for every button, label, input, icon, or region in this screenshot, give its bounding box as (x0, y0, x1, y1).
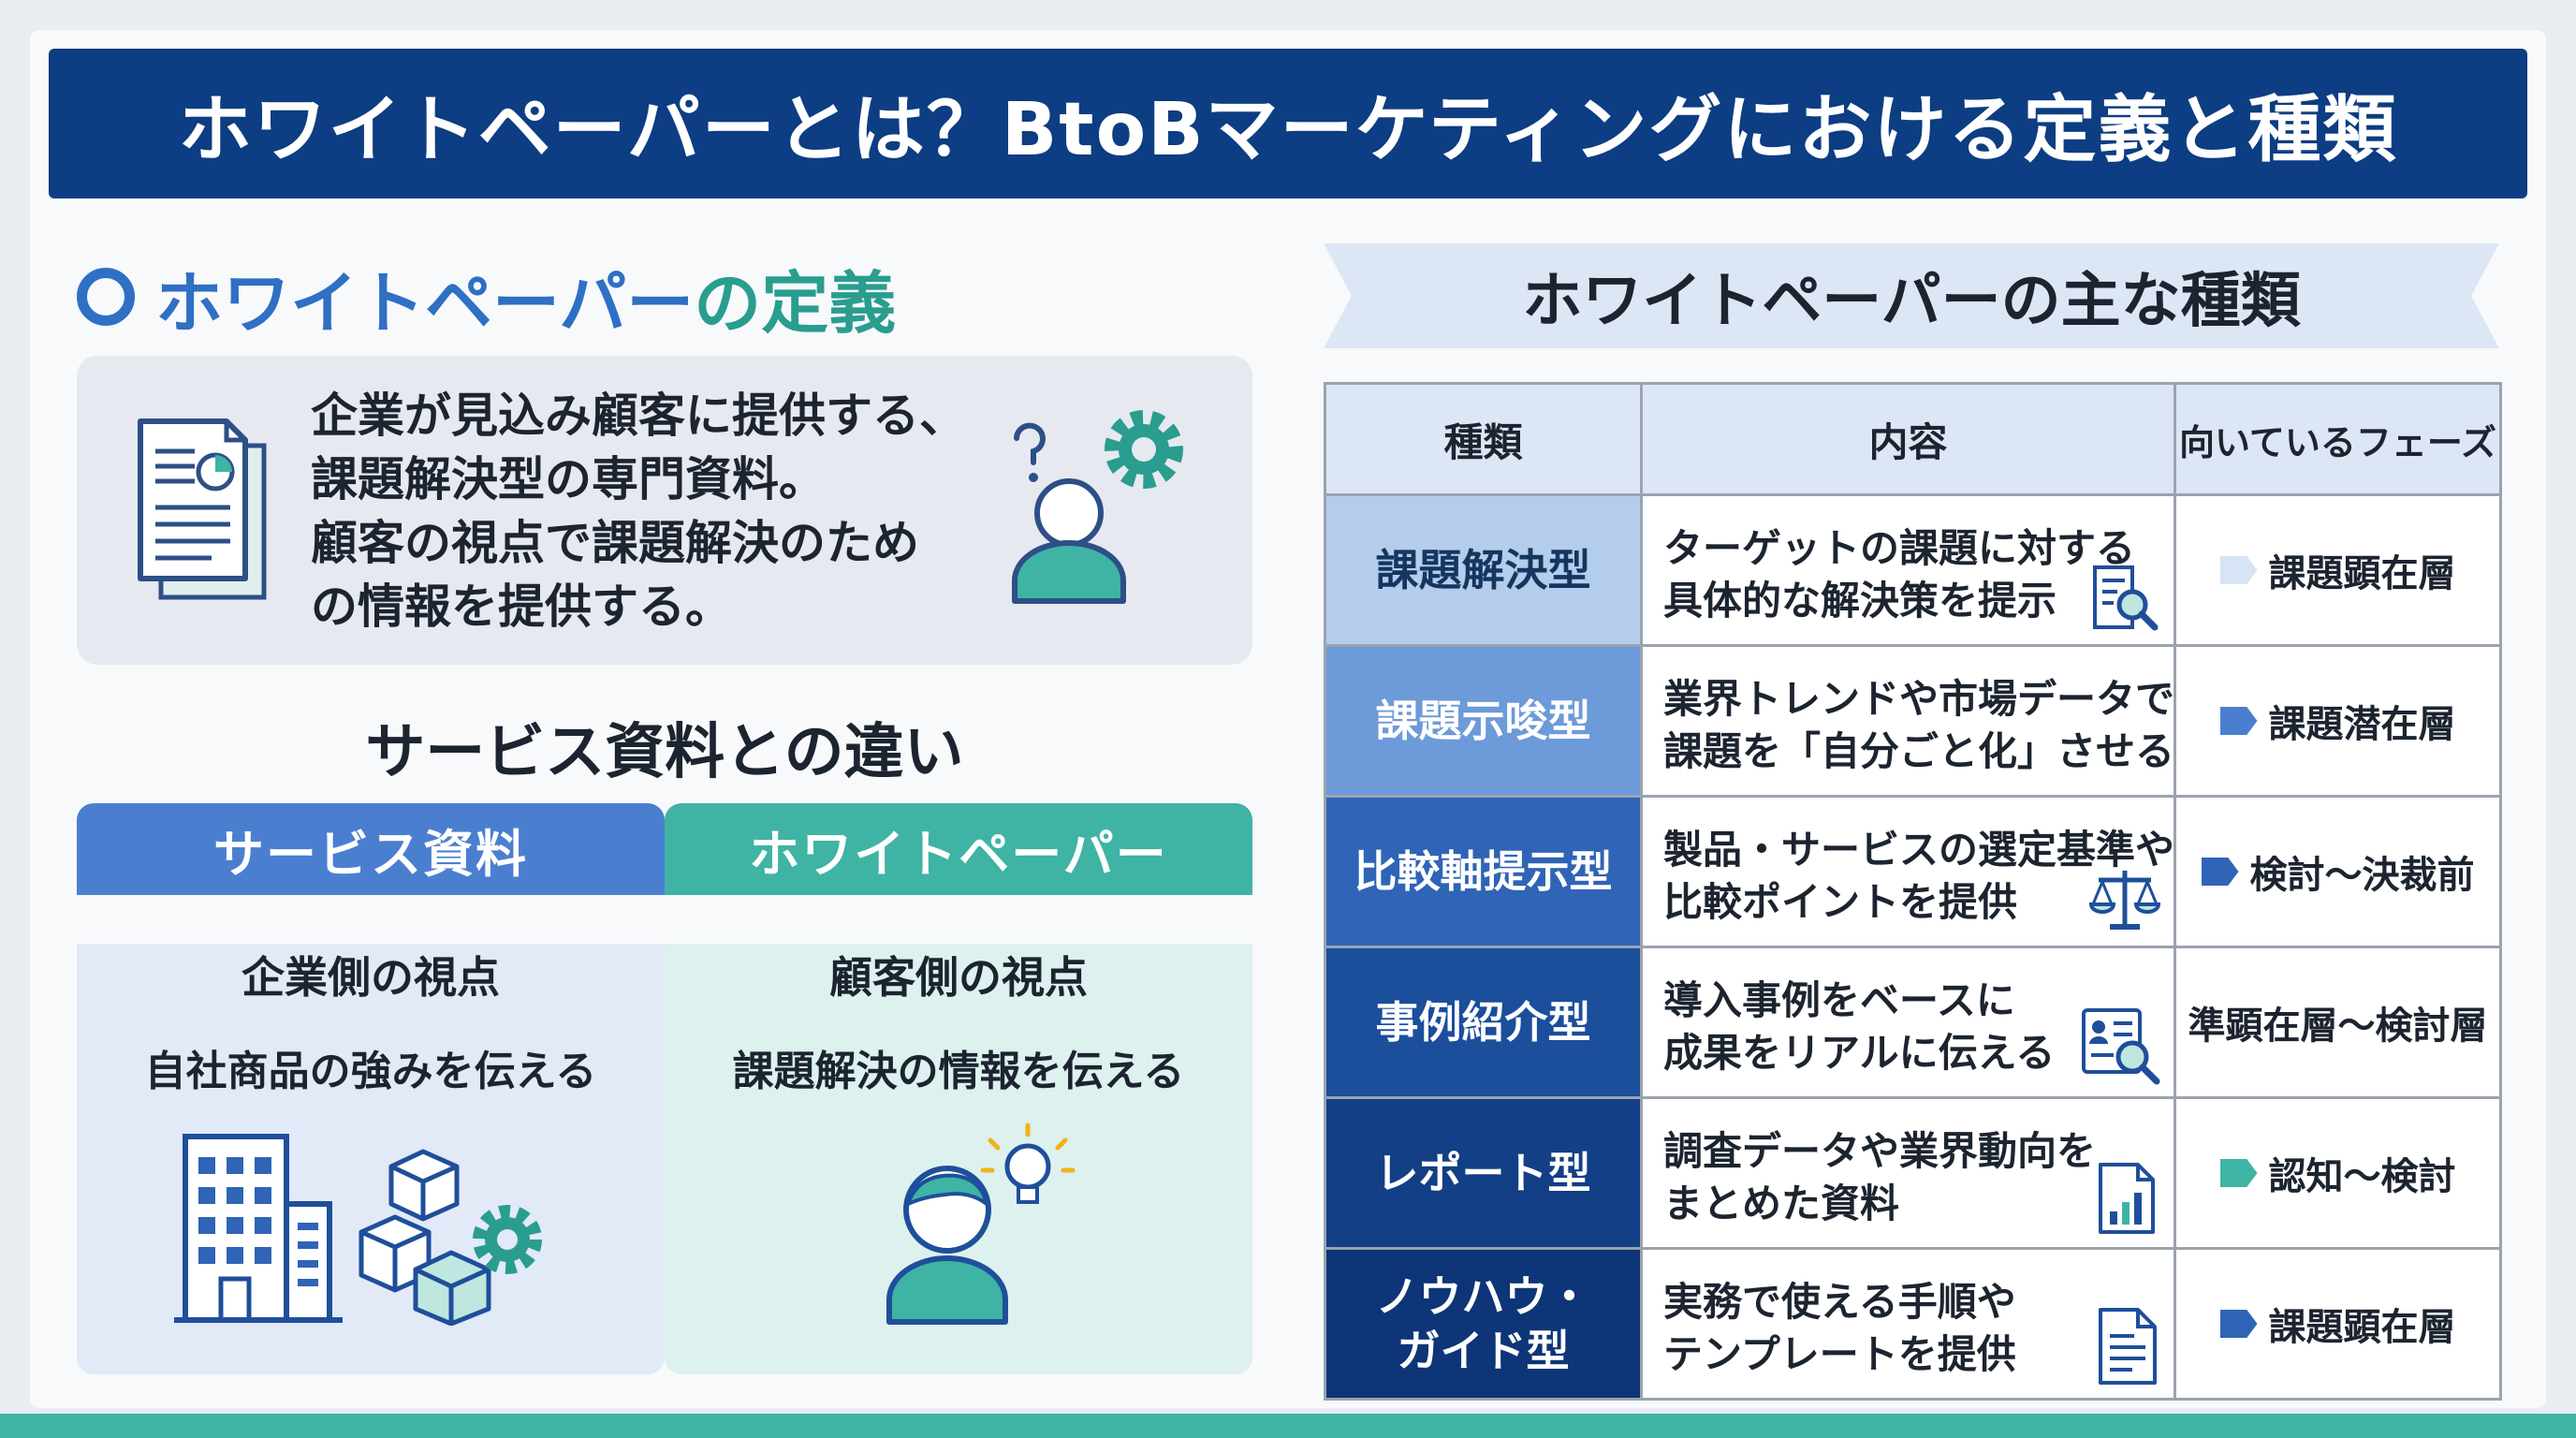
phase-tag-icon (2201, 858, 2239, 886)
whitepaper-header: ホワイトペーパー (665, 803, 1252, 895)
phase-tag-icon (2219, 556, 2258, 584)
type-phase: 認知〜検討 (2174, 1096, 2502, 1250)
types-table: 種類 内容 向いているフェーズ 課題解決型 ターゲットの課題に対する具体的な解決… (1324, 382, 2502, 1401)
definition-line: の情報を提供する。 (311, 580, 732, 634)
type-name: レポート型 (1324, 1096, 1643, 1250)
scales-icon (2089, 871, 2160, 930)
definition-line: 企業が見込み顧客に提供する、 (311, 389, 966, 443)
content-line: ターゲットの課題に対する (1663, 525, 2136, 571)
difference-title: サービス資料との違い (365, 718, 964, 787)
content-line: 課題を「自分ごと化」させる (1663, 728, 2175, 774)
column-header-content: 内容 (1640, 382, 2176, 496)
phase-tag-icon (2219, 1310, 2258, 1338)
column-header-type: 種類 (1324, 382, 1643, 496)
whitepaper-body: 顧客側の視点 課題解決の情報を伝える (665, 944, 1252, 1374)
title-bar: ホワイトペーパーとは？BtoBマーケティングにおける定義と種類 (49, 49, 2527, 198)
definition-heading-suffix: の定義 (694, 263, 897, 343)
type-phase: 課題顕在層 (2174, 493, 2502, 647)
table-row: 事例紹介型 導入事例をベースに成果をリアルに伝える 準顕在層〜検討層 (1324, 946, 2502, 1099)
whitepaper-column: ホワイトペーパー 顧客側の視点 課題解決の情報を伝える (665, 803, 1252, 1374)
document-search-icon (2093, 565, 2159, 631)
type-name: ノウハウ・ ガイド型 (1324, 1247, 1643, 1401)
table-row: ノウハウ・ ガイド型 実務で使える手順やテンプレートを提供 課題顕在層 (1324, 1247, 2502, 1401)
document-pie-chart-icon (138, 418, 267, 600)
profile-search-icon (2082, 1008, 2160, 1085)
definition-line: 課題解決型の専門資料。 (311, 452, 826, 506)
type-content: ターゲットの課題に対する具体的な解決策を提示 (1640, 493, 2176, 647)
definition-heading: ホワイトペーパーの定義 (77, 255, 896, 343)
type-phase: 課題顕在層 (2174, 1247, 2502, 1401)
report-chart-icon (2099, 1163, 2155, 1234)
table-row: 比較軸提示型 製品・サービスの選定基準や比較ポイントを提供 検討〜決裁前 (1324, 795, 2502, 948)
type-name: 課題解決型 (1324, 493, 1643, 647)
definition-line: 顧客の視点で課題解決のため (311, 516, 919, 570)
content-line: テンプレートを提供 (1663, 1331, 2016, 1377)
circle-bullet-icon (77, 268, 135, 326)
type-content: 製品・サービスの選定基準や比較ポイントを提供 (1640, 795, 2176, 948)
bottom-accent-strip (0, 1414, 2576, 1438)
type-content: 導入事例をベースに成果をリアルに伝える (1640, 946, 2176, 1099)
person-lightbulb-icon (886, 1123, 1076, 1325)
type-content: 業界トレンドや市場データで課題を「自分ごと化」させる (1640, 644, 2176, 798)
phase-tag-icon (2219, 707, 2258, 735)
content-line: 比較ポイントを提供 (1663, 879, 2018, 925)
whitepaper-description: 課題解決の情報を伝える (732, 1048, 1185, 1095)
service-description: 自社商品の強みを伝える (144, 1048, 597, 1095)
type-phase: 準顕在層〜検討層 (2174, 946, 2502, 1099)
definition-box: 企業が見込み顧客に提供する、 課題解決型の専門資料。 顧客の視点で課題解決のため… (77, 356, 1252, 665)
content-line: 製品・サービスの選定基準や (1663, 827, 2175, 873)
whitepaper-perspective: 顧客側の視点 (829, 952, 1088, 1003)
types-heading-ribbon: ホワイトペーパーの主な種類 (1324, 243, 2499, 348)
service-material-column: サービス資料 企業側の視点 自社商品の強みを伝える (77, 803, 665, 1374)
page-title: ホワイトペーパーとは？BtoBマーケティングにおける定義と種類 (178, 88, 2398, 172)
type-content: 実務で使える手順やテンプレートを提供 (1640, 1247, 2176, 1401)
type-phase: 検討〜決裁前 (2174, 795, 2502, 948)
content-line: 実務で使える手順や (1663, 1279, 2016, 1325)
definition-heading-main: ホワイトペーパー (155, 263, 695, 343)
building-boxes-gear-icon (174, 1134, 542, 1326)
service-material-header: サービス資料 (77, 803, 665, 895)
content-line: まとめた資料 (1663, 1181, 1900, 1226)
content-line: 具体的な解決策を提示 (1663, 578, 2057, 624)
type-name: 課題示唆型 (1324, 644, 1643, 798)
type-name: 比較軸提示型 (1324, 795, 1643, 948)
table-row: 課題解決型 ターゲットの課題に対する具体的な解決策を提示 課題顕在層 (1324, 493, 2502, 647)
service-material-body: 企業側の視点 自社商品の強みを伝える (77, 944, 665, 1374)
type-content: 調査データや業界動向をまとめた資料 (1640, 1096, 2176, 1250)
table-row: 課題示唆型 業界トレンドや市場データで課題を「自分ごと化」させる 課題潜在層 (1324, 644, 2502, 798)
content-line: 成果をリアルに伝える (1663, 1030, 2056, 1076)
content-line: 導入事例をベースに (1663, 977, 2015, 1023)
type-name: 事例紹介型 (1324, 946, 1643, 1099)
person-question-gear-icon (1012, 410, 1183, 604)
content-line: 業界トレンドや市場データで (1663, 676, 2175, 722)
content-line: 調査データや業界動向を (1663, 1128, 2097, 1174)
document-lines-icon (2099, 1308, 2157, 1385)
phase-tag-icon (2219, 1159, 2258, 1187)
types-heading: ホワイトペーパーの主な種類 (1522, 267, 2301, 336)
table-row: レポート型 調査データや業界動向をまとめた資料 認知〜検討 (1324, 1096, 2502, 1250)
definition-text: 企業が見込み顧客に提供する、 課題解決型の専門資料。 顧客の視点で課題解決のため… (311, 384, 1078, 638)
type-phase: 課題潜在層 (2174, 644, 2502, 798)
service-perspective: 企業側の視点 (242, 952, 500, 1003)
column-header-phase: 向いているフェーズ (2174, 382, 2502, 496)
